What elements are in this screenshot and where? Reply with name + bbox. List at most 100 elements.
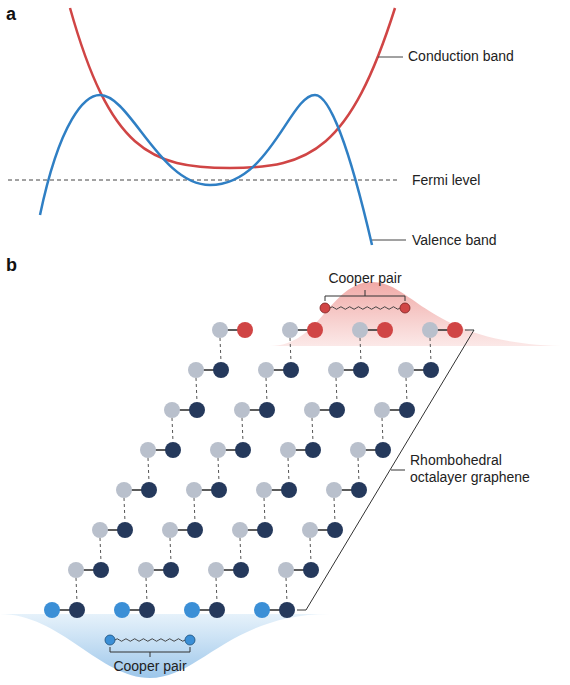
atom [423,362,439,378]
atom [305,442,321,458]
panel-letter: a [6,4,16,26]
atom [283,362,299,378]
atom [257,522,273,538]
atom [163,562,179,578]
atom [235,442,251,458]
bracket [365,290,366,296]
atom [304,402,320,418]
atom [233,562,249,578]
atom [93,562,109,578]
atom [141,482,157,498]
atom [164,402,180,418]
interlayer-link [100,538,101,562]
atom [187,522,203,538]
atom [302,522,318,538]
atom [280,442,296,458]
interlayer-link [220,338,221,362]
bracket [110,647,190,652]
level-label: Fermi level [412,172,480,189]
atom [329,402,345,418]
leader-line [391,470,405,471]
atom [328,362,344,378]
leader-line [378,57,403,58]
fermi-line [8,180,400,181]
interlayer-link [336,378,337,402]
red-blob [270,282,570,346]
interlayer-link [196,378,197,402]
interlayer-link [124,498,125,522]
atom [279,602,295,618]
atom [237,322,253,338]
panel-letter: b [6,255,17,277]
atom [234,402,250,418]
atom [209,602,225,618]
band-label: Valence band [412,232,497,249]
electron [185,635,195,645]
atom [307,322,323,338]
pair-label: Cooper pair [113,658,186,675]
interlayer-link [170,538,171,562]
atom [447,322,463,338]
electron [105,635,115,645]
atom [422,322,438,338]
graphene-lattice [44,322,463,618]
atom [303,562,319,578]
interlayer-link [430,338,431,362]
interlayer-link [382,418,383,442]
interlayer-link [146,578,147,602]
atom [326,482,342,498]
atom [398,362,414,378]
atom [162,522,178,538]
atom [211,482,227,498]
bracket [325,296,405,301]
band-label: Conduction band [408,48,514,65]
interlayer-link [288,458,289,482]
atom [189,402,205,418]
atom [232,522,248,538]
atom [282,322,298,338]
atom [117,522,133,538]
interlayer-link [312,418,313,442]
blue-blob [0,614,330,678]
atom [254,602,270,618]
atom [259,402,275,418]
atom [114,602,130,618]
interlayer-link [290,338,291,362]
interlayer-link [360,338,361,362]
atom [116,482,132,498]
atom [139,602,155,618]
electron [320,303,330,313]
atom [258,362,274,378]
interlayer-link [334,498,335,522]
interlayer-link [358,458,359,482]
atom [375,442,391,458]
interlayer-link [240,538,241,562]
atom [399,402,415,418]
pair-label: Cooper pair [328,270,401,287]
interlayer-link [218,458,219,482]
interlayer-link [264,498,265,522]
electron [400,303,410,313]
atom [68,562,84,578]
valence-curve [40,95,372,245]
atom [212,322,228,338]
interlayer-link [406,378,407,402]
interlayer-link [286,578,287,602]
atom [208,562,224,578]
atom [278,562,294,578]
atom [188,362,204,378]
atom [184,602,200,618]
atom [377,322,393,338]
atom [69,602,85,618]
atom [138,562,154,578]
atom [92,522,108,538]
interlayer-link [310,538,311,562]
interlayer-link [172,418,173,442]
atom [256,482,272,498]
bracket [150,652,151,657]
atom [165,442,181,458]
atom [44,602,60,618]
atom [327,522,343,538]
pair-bond [330,307,400,310]
